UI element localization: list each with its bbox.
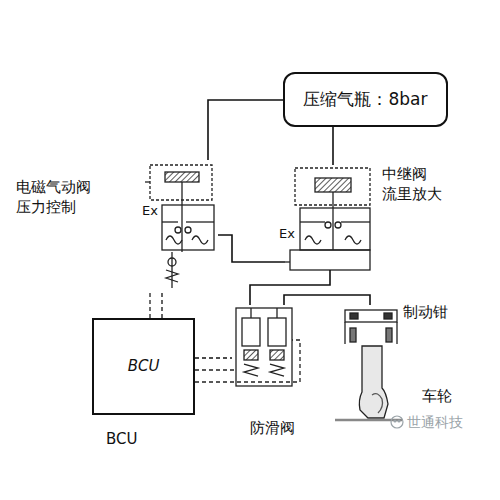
bcu-box: BCUBCU xyxy=(92,318,195,415)
solenoid-valve xyxy=(145,165,214,288)
part-label: 制动钳 xyxy=(403,303,448,323)
wheel-profile xyxy=(335,346,402,420)
relay-valve xyxy=(285,168,370,270)
connector-path xyxy=(208,100,283,160)
air-pipe xyxy=(208,100,283,160)
box-text: BCU xyxy=(128,357,160,376)
connector-path xyxy=(218,235,285,262)
part-label: 中继阀 流里放大 xyxy=(382,165,446,204)
signal-line xyxy=(195,358,232,359)
part-label: 电磁气动阀 压力控制 xyxy=(16,178,96,217)
watermark-icon xyxy=(391,416,403,428)
exhaust-port: Ex xyxy=(142,203,158,218)
air-pipe xyxy=(218,235,285,262)
connector-path xyxy=(250,270,330,305)
brake-caliper-node: 制动钳 xyxy=(340,305,400,345)
part-label: 车轮 xyxy=(422,387,452,407)
solenoid-valve-node: 电磁气动阀 压力控制 xyxy=(140,160,218,290)
part-label: 防滑阀 xyxy=(250,419,295,439)
signal-line xyxy=(162,290,163,318)
anti-skid-valve-node: 防滑阀 xyxy=(232,305,296,390)
air-reservoir-box: 压缩气瓶：8bar xyxy=(283,72,448,127)
anti-skid-valve xyxy=(236,308,292,386)
exhaust-port: Ex xyxy=(279,226,295,241)
connector-path xyxy=(284,295,370,305)
air-pipe xyxy=(333,127,334,165)
connector-path xyxy=(332,127,334,165)
connector-path xyxy=(195,357,232,358)
watermark: 世通科技 xyxy=(407,414,463,432)
air-pipe xyxy=(250,270,330,305)
brake-caliper xyxy=(345,310,397,344)
wheel-node: 车轮 xyxy=(352,345,396,420)
part-label: BCU xyxy=(106,430,137,450)
connector-path xyxy=(161,290,162,318)
relay-valve-node: 中继阀 流里放大 xyxy=(285,165,375,270)
air-pipe xyxy=(284,295,370,305)
box-text: 压缩气瓶：8bar xyxy=(303,89,427,110)
